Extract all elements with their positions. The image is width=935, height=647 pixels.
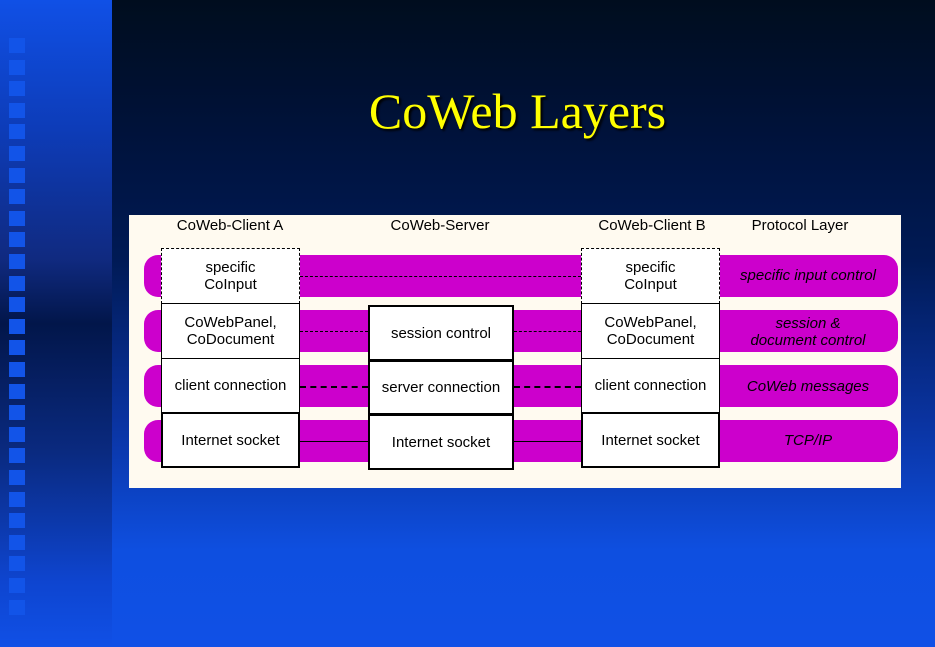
- input-link: [300, 276, 581, 277]
- decorative-square: [9, 297, 25, 313]
- client-b-connection: client connection: [581, 358, 720, 413]
- socket-link-b: [514, 441, 581, 442]
- decorative-square: [9, 59, 25, 75]
- protocol-session: session &document control: [750, 315, 866, 349]
- header-client-a: CoWeb-Client A: [176, 217, 284, 234]
- decorative-square: [9, 210, 25, 226]
- client-b-socket: Internet socket: [581, 412, 720, 468]
- protocol-messages: CoWeb messages: [746, 378, 870, 395]
- decorative-square: [9, 470, 25, 485]
- decorative-square: [9, 534, 25, 550]
- decorative-square: [9, 102, 25, 118]
- decorative-square: [9, 232, 25, 248]
- decorative-square: [9, 405, 25, 421]
- header-protocol: Protocol Layer: [751, 217, 849, 234]
- session-link-a: [300, 331, 368, 332]
- decorative-square: [9, 383, 25, 399]
- client-a-connection: client connection: [161, 358, 300, 413]
- decorative-square: [9, 167, 25, 183]
- decorative-square: [9, 146, 25, 161]
- decorative-square: [9, 275, 25, 291]
- decorative-square: [9, 340, 25, 356]
- server-socket: Internet socket: [368, 414, 514, 470]
- layer-diagram: CoWeb-Client A CoWeb-Server CoWeb-Client…: [129, 215, 901, 488]
- decorative-square: [9, 254, 25, 269]
- protocol-input: specific input control: [740, 267, 876, 284]
- slide-title: CoWeb Layers: [368, 83, 667, 139]
- decorative-square: [9, 124, 25, 140]
- header-client-b: CoWeb-Client B: [598, 217, 706, 234]
- client-a-socket: Internet socket: [161, 412, 300, 468]
- decorative-square: [9, 189, 25, 205]
- decorative-square: [9, 448, 25, 464]
- decorative-square: [9, 318, 25, 334]
- socket-link-a: [300, 441, 368, 442]
- decorative-square: [9, 426, 25, 442]
- server-session: session control: [368, 305, 514, 361]
- protocol-tcp: TCP/IP: [783, 432, 833, 449]
- server-connection: server connection: [368, 360, 514, 415]
- client-b-panel: CoWebPanel,CoDocument: [581, 303, 720, 359]
- client-a-panel: CoWebPanel,CoDocument: [161, 303, 300, 359]
- decorative-square: [9, 362, 25, 377]
- decorative-square: [9, 81, 25, 97]
- decorative-square: [9, 599, 25, 615]
- decorative-square: [9, 491, 25, 507]
- header-server: CoWeb-Server: [390, 217, 490, 234]
- connection-link-a: [300, 386, 368, 388]
- session-link-b: [514, 331, 581, 332]
- decorative-square: [9, 578, 25, 593]
- decorative-square: [9, 556, 25, 572]
- decorative-square: [9, 513, 25, 529]
- decorative-sidebar: [0, 0, 112, 647]
- connection-link-b: [514, 386, 581, 388]
- decorative-square: [9, 38, 25, 53]
